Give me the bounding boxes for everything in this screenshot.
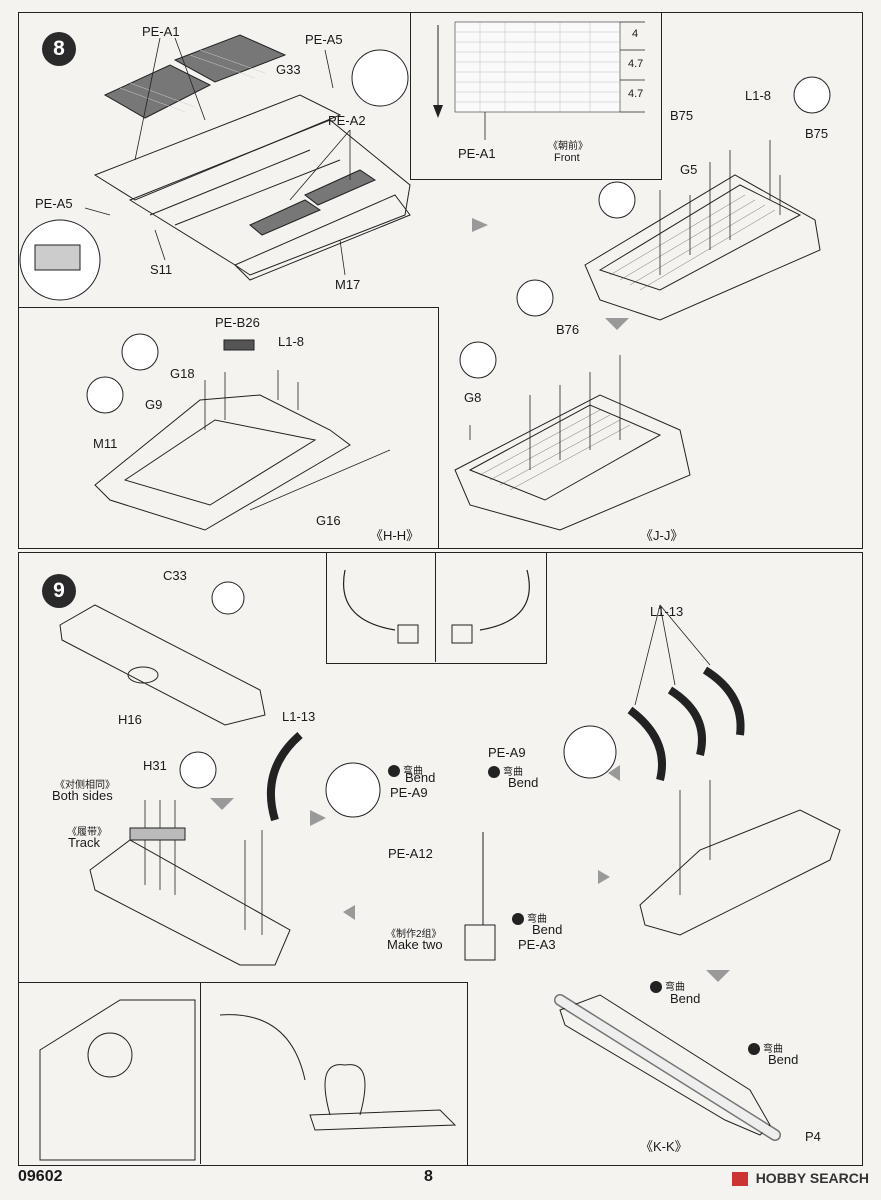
caption-j-j: 《J-J》 <box>640 528 684 543</box>
bend-cn-4: 弯曲 <box>650 978 685 994</box>
inset-pe-a1-panel <box>410 12 662 180</box>
bend-cn-3: 弯曲 <box>488 763 523 779</box>
detail-bottom-divider <box>200 982 201 1164</box>
label-h31: H31 <box>143 758 167 773</box>
caption-k-k: 《K-K》 <box>640 1139 688 1154</box>
label-pe-b26: PE-B26 <box>215 315 260 330</box>
label-b75-top: B75 <box>670 108 694 123</box>
label-m17: M17 <box>335 277 361 292</box>
watermark-text: HOBBY SEARCH <box>755 1169 869 1186</box>
label-g5: G5 <box>680 162 698 177</box>
bend-icon <box>512 913 524 926</box>
label-g18: G18 <box>170 366 195 381</box>
step-number-8: 8 <box>42 32 76 66</box>
product-code: 09602 <box>18 1168 63 1185</box>
label-track-cn: 《履带》 <box>67 827 107 838</box>
bend-en-4: Bend <box>670 991 701 1006</box>
bend-en-5: Bend <box>768 1052 799 1067</box>
label-pe-a1: PE-A1 <box>142 24 180 39</box>
bend-icon <box>388 765 400 778</box>
label-track-en: Track <box>68 835 101 850</box>
bend-en-2: Bend <box>532 922 563 937</box>
label-pe-a5-top: PE-A5 <box>305 32 343 47</box>
inset-dim-1: 4 <box>632 28 639 40</box>
detail-top-panel <box>326 552 547 664</box>
label-g16: G16 <box>316 513 341 528</box>
inset-dim-2: 4.7 <box>628 58 644 70</box>
bend-cn-2: 弯曲 <box>512 910 547 926</box>
label-h16: H16 <box>118 712 142 727</box>
detail-top-divider <box>435 552 436 662</box>
bend-cn-1: 弯曲 <box>388 762 423 778</box>
caption-h-h: 《H-H》 <box>370 528 420 543</box>
label-both-sides-en: Both sides <box>52 788 113 803</box>
detail-bottom-panel <box>18 982 468 1166</box>
inset-front-en: Front <box>554 152 580 164</box>
label-p4: P4 <box>805 1129 821 1144</box>
label-b76: B76 <box>556 322 580 337</box>
hobby-search-logo-icon <box>731 1172 748 1186</box>
label-make-two-cn: 《制作2组》 <box>386 929 442 940</box>
bend-en-1: Bend <box>405 770 436 785</box>
bend-cn-5: 弯曲 <box>748 1040 783 1056</box>
label-l1-13-right: L1-13 <box>650 604 684 619</box>
label-g8: G8 <box>464 390 482 405</box>
label-pe-a2: PE-A2 <box>328 113 366 128</box>
label-both-sides-cn: 《对侧相同》 <box>55 780 115 791</box>
hobby-search-watermark: HOBBY SEARCH <box>731 1169 869 1186</box>
label-pe-a9-right: PE-A9 <box>488 745 526 760</box>
label-c33: C33 <box>163 568 187 583</box>
label-pe-a12: PE-A12 <box>388 846 433 861</box>
inset-dim-3: 4.7 <box>628 88 644 100</box>
label-g33: G33 <box>276 62 301 77</box>
inset-label-pe-a1: PE-A1 <box>458 146 496 161</box>
label-b75-right: B75 <box>805 126 829 141</box>
label-s11: S11 <box>150 262 173 277</box>
label-l1-8-hh: L1-8 <box>278 334 305 349</box>
bend-icon <box>650 981 662 994</box>
bend-en-3: Bend <box>508 775 539 790</box>
label-l1-13-mid: L1-13 <box>282 709 316 724</box>
bend-icon <box>748 1043 760 1056</box>
label-g9: G9 <box>145 397 163 412</box>
label-pe-a5-left: PE-A5 <box>35 196 73 211</box>
label-l1-8-top: L1-8 <box>745 88 772 103</box>
page-number: 8 <box>424 1168 433 1185</box>
step-number-9: 9 <box>42 574 76 608</box>
hh-panel <box>18 307 439 549</box>
label-make-two-en: Make two <box>387 937 443 952</box>
inset-front-cn: 《朝前》 <box>548 141 588 152</box>
label-pe-a3: PE-A3 <box>518 937 556 952</box>
label-pe-a9-mid: PE-A9 <box>390 785 428 800</box>
label-m11: M11 <box>93 436 118 451</box>
bend-icon <box>488 766 500 779</box>
